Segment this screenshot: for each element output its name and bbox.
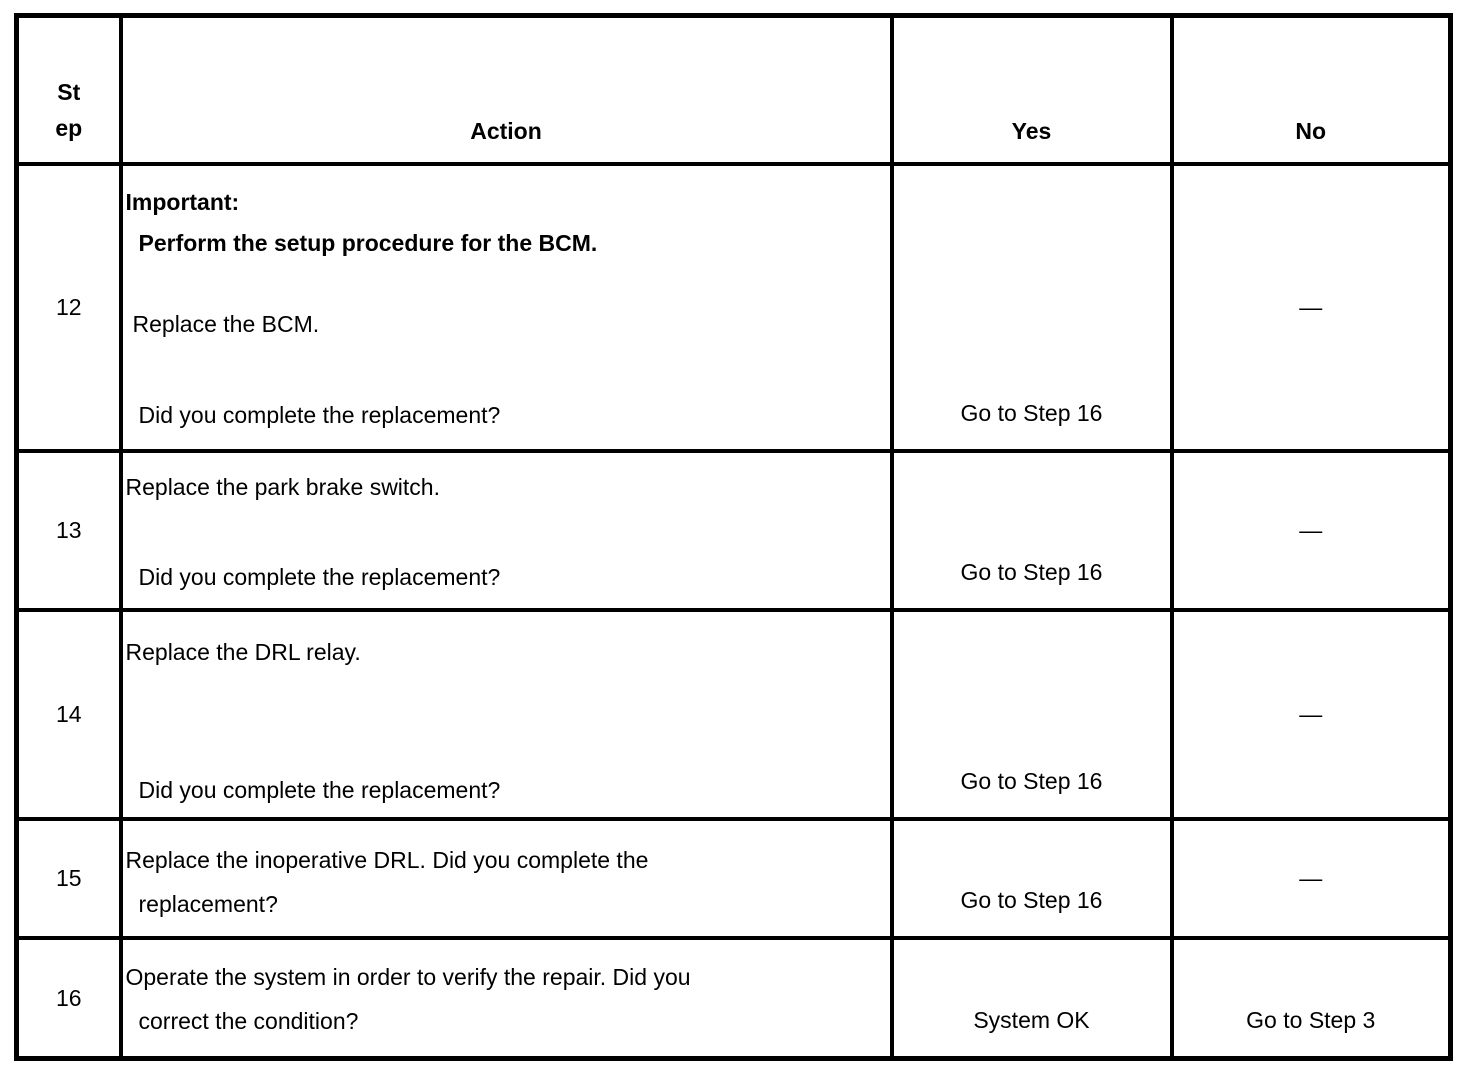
action-cell: Important: Perform the setup procedure f… [118, 161, 894, 453]
table-row-step-13: 13 Replace the park brake switch. Did yo… [14, 448, 1453, 612]
action-cell: Replace the park brake switch. Did you c… [118, 448, 894, 612]
step-number: 13 [14, 448, 123, 612]
yes-cell: Go to Step 16 [889, 448, 1174, 612]
action-line: replacement? [138, 890, 278, 917]
header-no: No [1169, 13, 1453, 166]
action-line: Replace the park brake switch. [125, 473, 441, 500]
action-cell: Operate the system in order to verify th… [118, 935, 894, 1061]
diagnostic-table: St ep Action Yes No 12 Important: Perfor… [14, 13, 1453, 1061]
step-number: 12 [14, 161, 123, 453]
action-line: Replace the inoperative DRL. Did you com… [125, 846, 649, 873]
action-line: Did you complete the replacement? [138, 776, 501, 803]
no-cell: — [1169, 448, 1453, 612]
table-row-step-16: 16 Operate the system in order to verify… [14, 935, 1453, 1061]
no-cell: — [1169, 607, 1453, 821]
header-step-line1: St [57, 78, 81, 105]
action-line: Replace the DRL relay. [125, 638, 361, 665]
header-action: Action [118, 13, 894, 166]
action-line: correct the condition? [138, 1007, 359, 1034]
action-line: Perform the setup procedure for the BCM. [138, 229, 598, 256]
header-row: St ep Action Yes No [14, 13, 1453, 166]
header-step-line2: ep [55, 114, 83, 141]
action-cell: Replace the inoperative DRL. Did you com… [118, 816, 894, 940]
step-number: 16 [14, 935, 123, 1061]
no-cell: — [1169, 161, 1453, 453]
header-step: St ep [14, 13, 123, 166]
action-line: Replace the BCM. [132, 310, 320, 337]
table-row-step-15: 15 Replace the inoperative DRL. Did you … [14, 816, 1453, 940]
action-line: Did you complete the replacement? [138, 401, 501, 428]
yes-cell: Go to Step 16 [889, 607, 1174, 821]
header-yes: Yes [889, 13, 1174, 166]
action-line: Operate the system in order to verify th… [125, 963, 691, 990]
yes-cell: Go to Step 16 [889, 161, 1174, 453]
table-row-step-12: 12 Important: Perform the setup procedur… [14, 161, 1453, 453]
yes-cell: System OK [889, 935, 1174, 1061]
table-row-step-14: 14 Replace the DRL relay. Did you comple… [14, 607, 1453, 821]
step-number: 15 [14, 816, 123, 940]
action-line: Important: [125, 188, 240, 215]
action-line: Did you complete the replacement? [138, 563, 501, 590]
yes-cell: Go to Step 16 [889, 816, 1174, 940]
step-number: 14 [14, 607, 123, 821]
no-cell: Go to Step 3 [1169, 935, 1453, 1061]
action-cell: Replace the DRL relay. Did you complete … [118, 607, 894, 821]
no-cell: — [1169, 816, 1453, 940]
